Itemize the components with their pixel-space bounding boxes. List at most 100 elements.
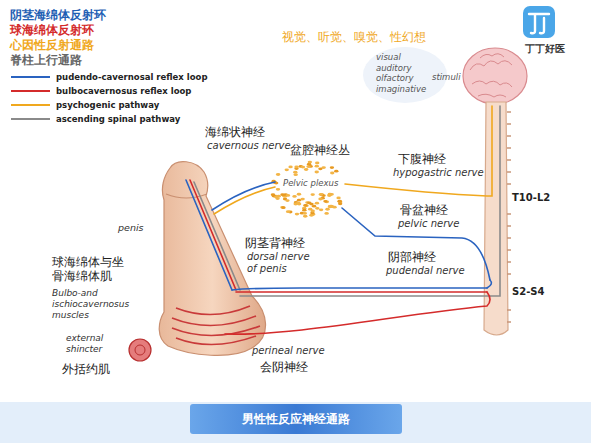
plexus-dot: [297, 193, 301, 196]
stimuli-word: stimuli: [432, 72, 461, 82]
cavernous-nerve-blue: [212, 182, 275, 210]
plexus-dot: [324, 212, 328, 215]
plexus-dot: [330, 166, 334, 169]
legend-row: ascending spinal pathway: [10, 114, 180, 124]
plexus-dot: [276, 188, 280, 191]
plexus-dot: [293, 171, 297, 174]
dorsal-nerve-red: [190, 180, 236, 290]
plexus-dot: [315, 165, 319, 168]
plexus-dot: [286, 210, 290, 213]
plexus-dot: [308, 208, 312, 211]
plexus-dot: [297, 203, 301, 206]
plexus-dot: [292, 195, 296, 198]
legend-line: [11, 90, 50, 92]
nerve-name-en: dorsal nerve of penis: [247, 251, 317, 275]
vertebra-ticks: [507, 112, 511, 322]
sphincter-inner: [135, 345, 145, 355]
dorsal-nerve-blue: [186, 180, 232, 290]
plexus-dot: [328, 193, 332, 196]
plexus-dot: [325, 208, 329, 211]
cord-loop-blue: [487, 280, 491, 288]
plexus-dot: [288, 166, 292, 169]
hypogastric-nerve: [345, 106, 492, 196]
plexus-dot: [293, 173, 297, 176]
pudendal-nerve-blue: [232, 288, 487, 290]
plexus-dot: [319, 208, 323, 211]
plexus-dot: [274, 196, 278, 199]
plexus-dot: [328, 193, 332, 196]
watermark: 丁丁好医: [525, 43, 565, 55]
plexus-dot: [338, 200, 342, 203]
plexus-dot: [328, 205, 332, 208]
nerve-name: 会阴神经: [260, 360, 308, 374]
plexus-dot: [281, 206, 285, 209]
plexus-dot: [328, 205, 332, 208]
legend-line-sample: [10, 86, 52, 96]
brain: [463, 48, 527, 104]
legend-row: bulbocavernosus reflex loop: [10, 86, 191, 96]
nerve-name-en: perineal nerve: [252, 345, 325, 357]
plexus-dot: [337, 200, 341, 203]
plexus-dot: [271, 193, 275, 196]
plexus-dot: [300, 198, 304, 201]
legend-heading: 心因性反射通路: [10, 38, 94, 52]
sphincter: [129, 339, 151, 361]
spinal-cord: [484, 102, 508, 335]
nerve-name-en: pelvic nerve: [398, 218, 459, 230]
footer-band: [0, 402, 591, 443]
spine-level: S2-S4: [512, 286, 544, 298]
plexus-dot: [295, 213, 299, 216]
legend-line: [11, 104, 50, 106]
plexus-dot: [285, 168, 289, 171]
pelvic-plexus: [271, 161, 343, 218]
nerve-name: 阴部神经: [388, 250, 436, 264]
plexus-dot: [308, 161, 312, 164]
nerve-name: 海绵状神经: [205, 125, 265, 139]
sphincter-name: 外括约肌: [62, 362, 110, 376]
plexus-name-en: Pelvic plexus: [283, 178, 338, 188]
legend-text: ascending spinal pathway: [56, 114, 180, 124]
plexus-dot: [285, 199, 289, 202]
nerve-name: 阴茎背神经: [245, 236, 305, 250]
nerve-name-en: cavernous nerve: [207, 140, 291, 152]
organ-name-en: penis: [118, 222, 144, 233]
plexus-dot: [302, 209, 306, 212]
plexus-dot: [311, 193, 315, 196]
plexus-dot: [303, 215, 307, 218]
plexus-dot: [296, 202, 300, 205]
plexus-dot: [303, 204, 307, 207]
pudendal-nerve-red: [236, 291, 487, 293]
plexus-dot: [315, 207, 319, 210]
muscle-name-en: Bulbo-and ischiocavernosus muscles: [52, 288, 138, 320]
nerve-name-en: pudendal nerve: [386, 265, 465, 277]
brain-gyri: [470, 54, 512, 97]
plexus-dot: [338, 202, 342, 205]
perineal-nerve: [225, 292, 490, 334]
legend-heading: 球海绵体反射环: [10, 23, 94, 37]
plexus-dot: [301, 166, 305, 169]
legend-line: [11, 118, 50, 120]
legend-heading: 脊柱上行通路: [10, 53, 82, 67]
legend-line: [11, 76, 50, 78]
plexus-dot: [315, 162, 319, 165]
plexus-dot: [318, 167, 322, 170]
plexus-dot: [276, 173, 280, 176]
plexus-dot: [315, 202, 319, 205]
plexus-dot: [336, 197, 340, 200]
nerve-name: 下腹神经: [398, 152, 446, 166]
plexus-dot: [330, 172, 334, 175]
muscle-stripes: [172, 306, 260, 345]
plexus-dot: [303, 212, 307, 215]
legend-line-sample: [10, 114, 52, 124]
stimuli-heading: 视觉、听觉、嗅觉、性幻想: [282, 30, 426, 44]
plexus-dot: [306, 165, 310, 168]
pelvic-nerve: [342, 208, 490, 280]
legend-row: pudendo-cavernosal reflex loop: [10, 72, 207, 82]
legend-text: psychogenic pathway: [56, 100, 159, 110]
plexus-dot: [315, 171, 319, 174]
plexus-dot: [307, 201, 311, 204]
plexus-dot: [334, 170, 338, 173]
plexus-name: 盆腔神经丛: [290, 143, 350, 157]
legend-text: pudendo-cavernosal reflex loop: [56, 72, 207, 82]
